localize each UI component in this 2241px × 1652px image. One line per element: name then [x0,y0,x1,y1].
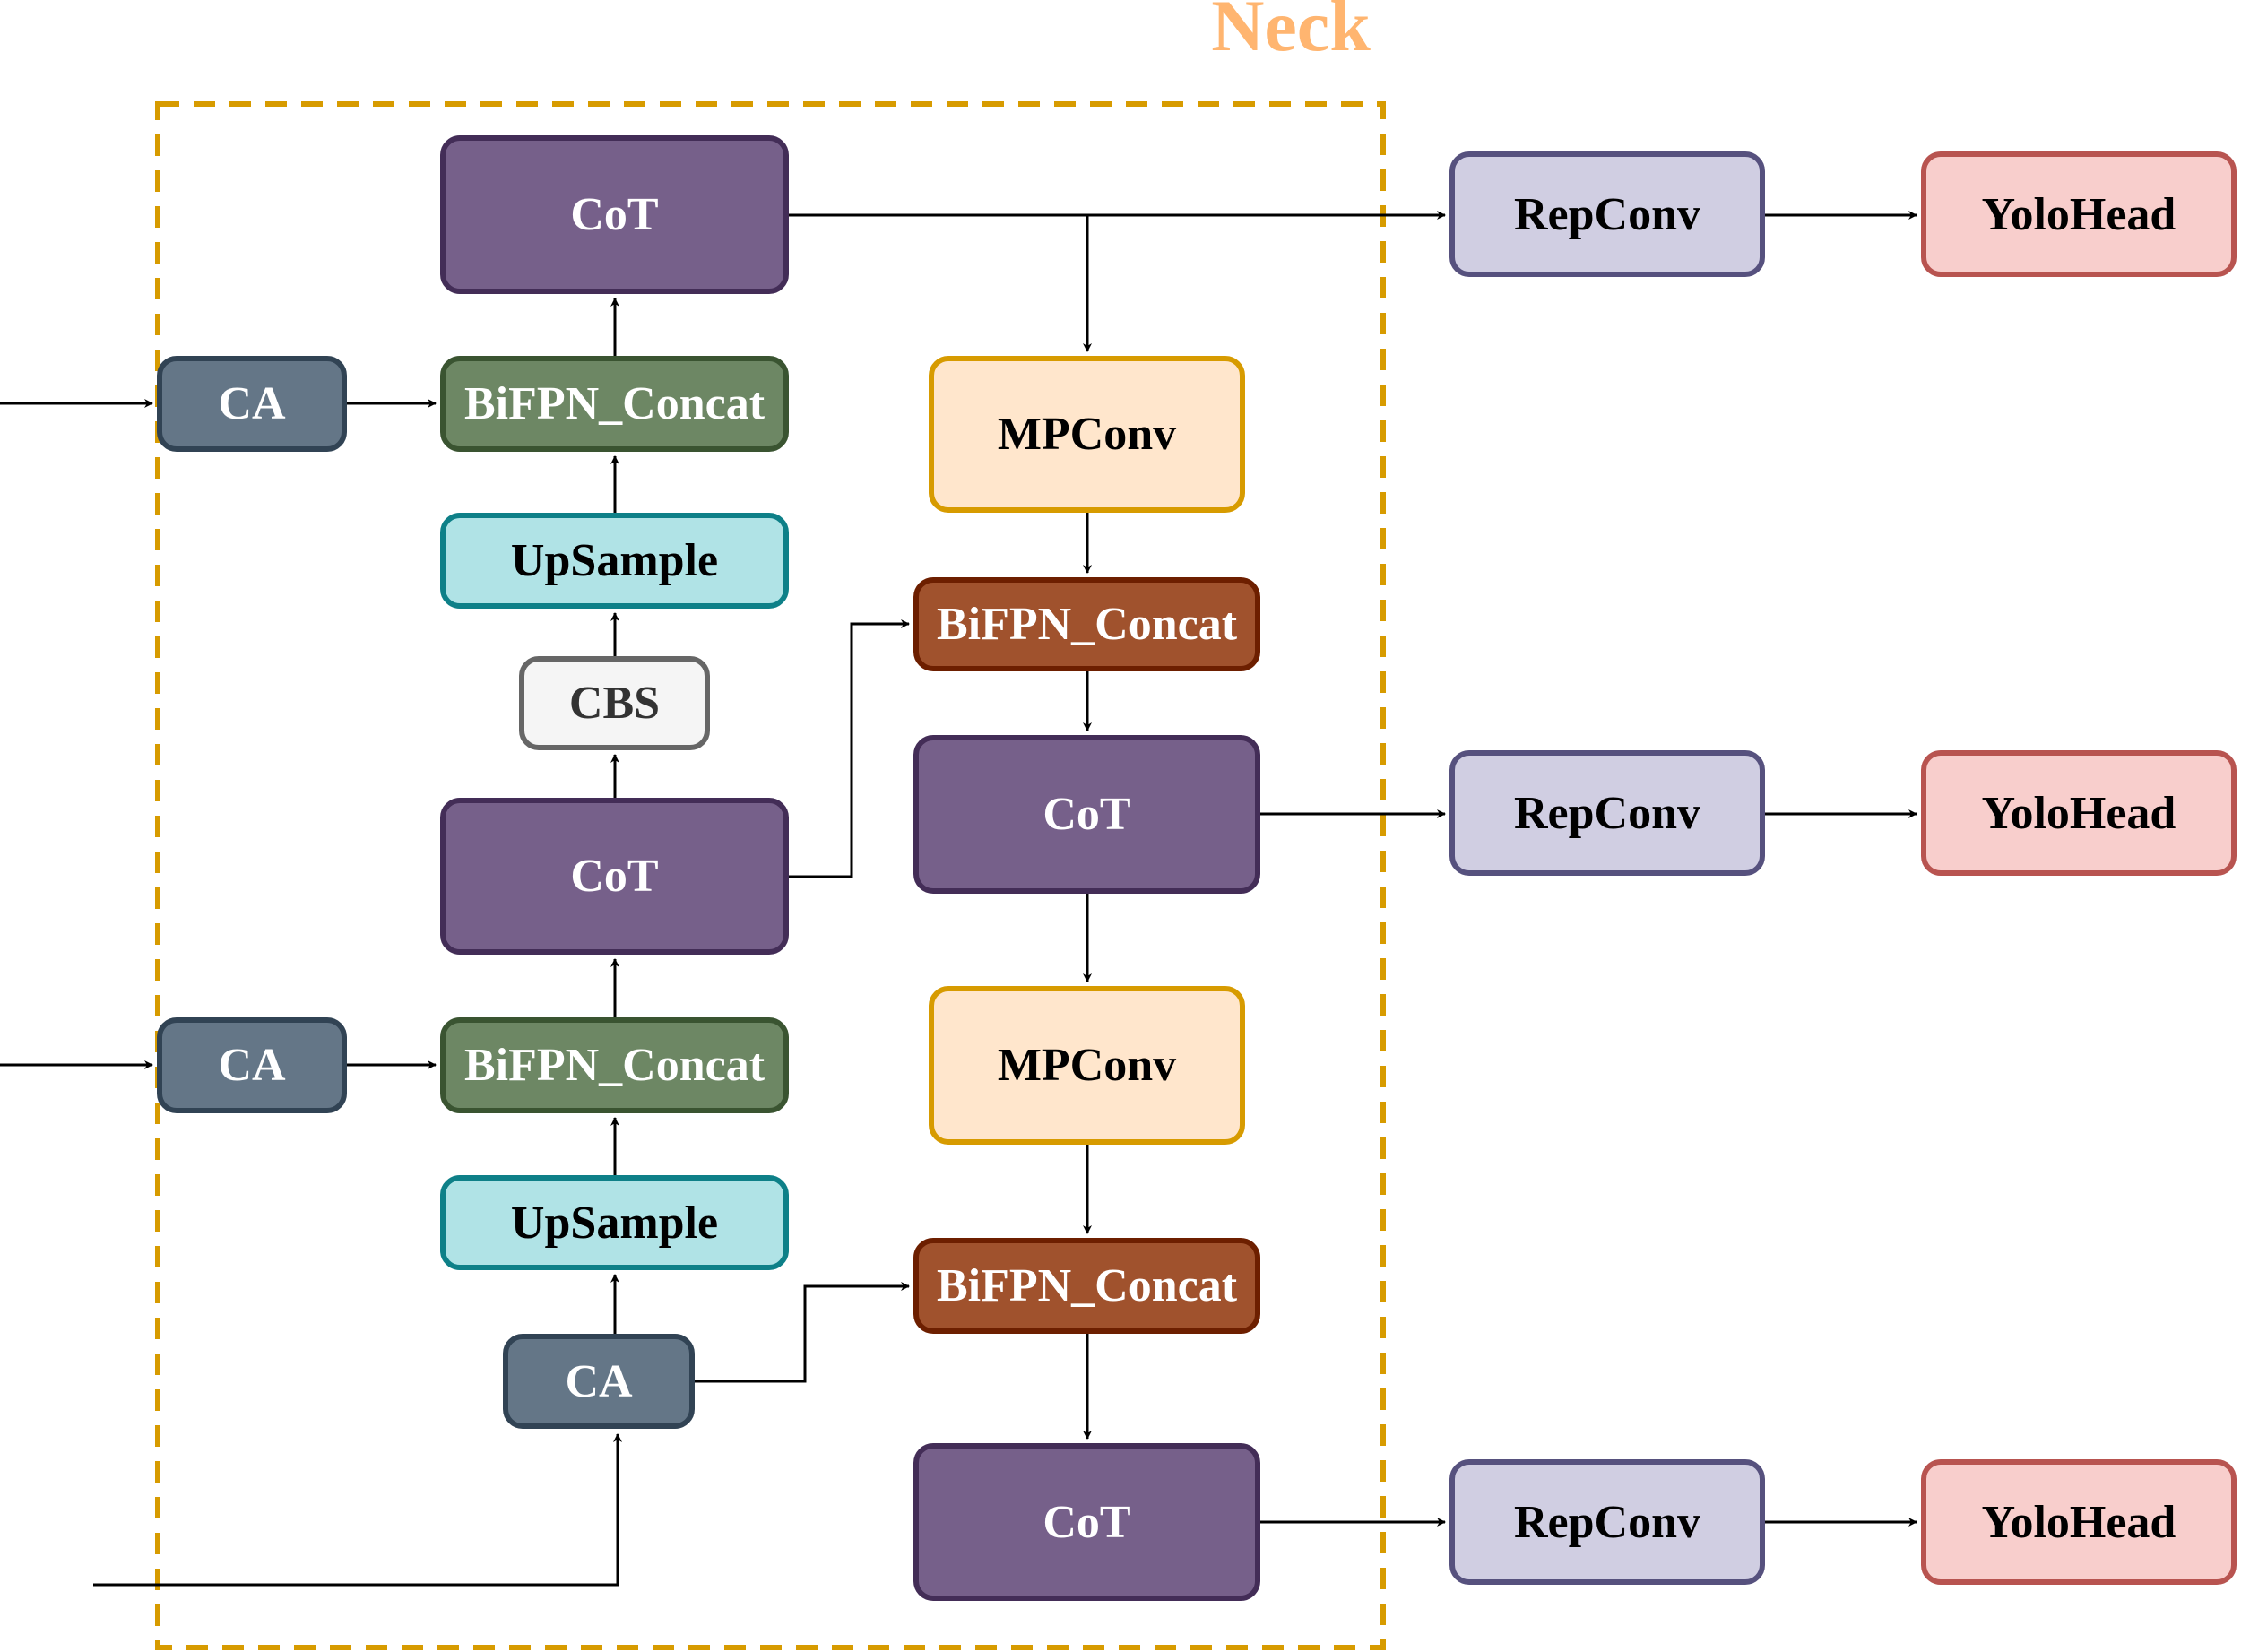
edge-cotmid-bifpnbrown1 [789,619,910,878]
edge-input-ca3 [93,1433,622,1587]
neck-title: Neck [1211,0,1371,66]
cot-top-block[interactable]: CoT [440,135,789,294]
cot-right-block-2[interactable]: CoT [913,1443,1260,1601]
mpconv-block-2[interactable]: MPConv [929,986,1245,1145]
cbs-block[interactable]: CBS [519,656,710,750]
yolohead-block-2[interactable]: YoloHead [1921,750,2237,876]
bifpn-concat-brown-2[interactable]: BiFPN_Concat [913,1238,1260,1334]
yolohead-block-3[interactable]: YoloHead [1921,1459,2237,1585]
ca-block-3[interactable]: CA [503,1334,695,1429]
upsample-block-1[interactable]: UpSample [440,513,789,609]
edge-ca3-bifpnbrown2 [695,1282,910,1383]
bifpn-concat-green-1[interactable]: BiFPN_Concat [440,356,789,452]
yolohead-block-1[interactable]: YoloHead [1921,151,2237,277]
upsample-block-2[interactable]: UpSample [440,1175,789,1270]
neck-region-border [155,101,1386,1650]
ca-block-2[interactable]: CA [157,1017,347,1113]
repconv-block-1[interactable]: RepConv [1449,151,1765,277]
bifpn-concat-green-2[interactable]: BiFPN_Concat [440,1017,789,1113]
bifpn-concat-brown-1[interactable]: BiFPN_Concat [913,577,1260,671]
repconv-block-2[interactable]: RepConv [1449,750,1765,876]
cot-mid-block[interactable]: CoT [440,798,789,955]
ca-block-1[interactable]: CA [157,356,347,452]
repconv-block-3[interactable]: RepConv [1449,1459,1765,1585]
cot-right-block-1[interactable]: CoT [913,735,1260,894]
mpconv-block-1[interactable]: MPConv [929,356,1245,513]
